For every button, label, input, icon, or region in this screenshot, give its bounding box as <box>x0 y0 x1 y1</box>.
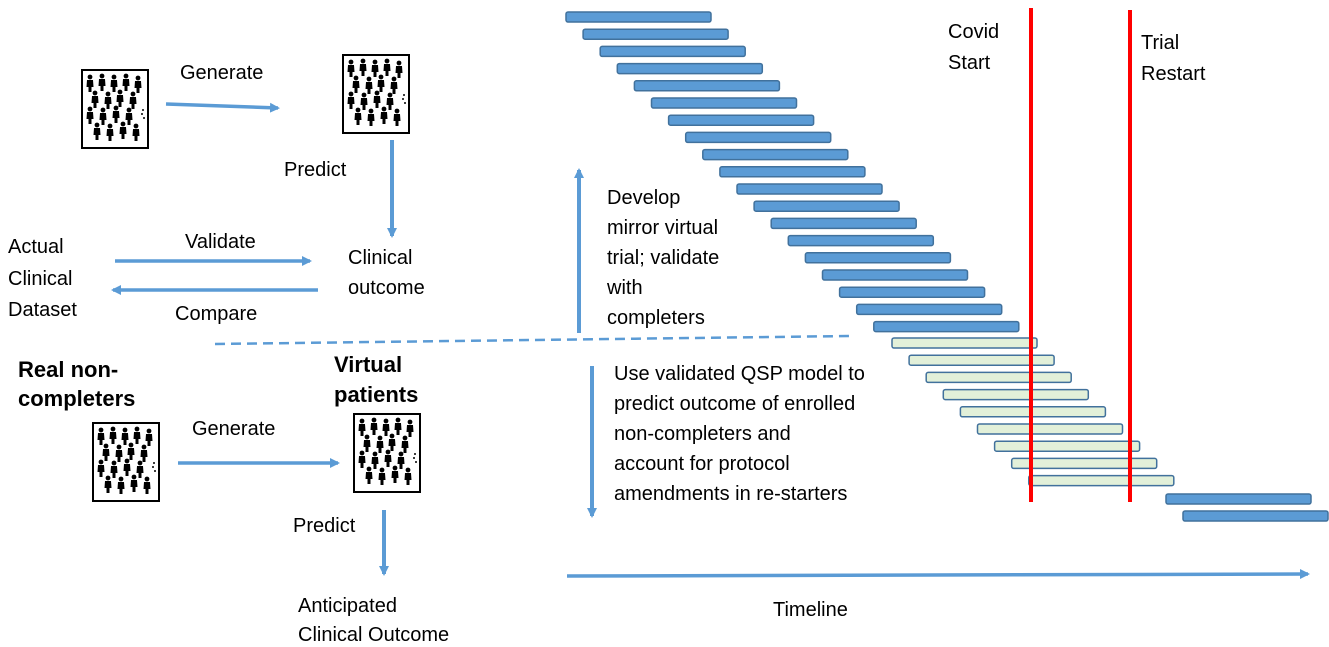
covid-start-line2: Start <box>948 52 991 74</box>
population-icon-bottom-left <box>93 423 159 501</box>
noncompleter-bar <box>891 337 1038 349</box>
validate-label: Validate <box>185 231 256 253</box>
anticipated-outcome-line1: Anticipated <box>298 595 397 617</box>
generate-top-label: Generate <box>180 62 263 84</box>
completer-bar <box>667 114 815 126</box>
develop-mirror-line1: Develop <box>607 187 680 209</box>
completer-bar <box>821 269 969 281</box>
restarter-bar <box>1165 493 1312 505</box>
completer-bar <box>702 148 849 161</box>
noncompleter-bar <box>976 423 1124 435</box>
clinical-outcome-line1: Clinical <box>348 247 412 269</box>
noncompleter-bar <box>942 388 1090 401</box>
population-icon-bottom-right <box>354 414 420 492</box>
completer-bar <box>582 28 729 40</box>
completer-bar <box>804 252 952 264</box>
generate-top-arrow <box>165 102 280 113</box>
completer-bar <box>838 286 986 298</box>
trial-restart-line2: Restart <box>1141 63 1206 85</box>
use-validated-line3: non-completers and <box>614 423 791 445</box>
population-icon-top-left <box>82 70 148 148</box>
completer-bar <box>736 183 883 195</box>
population-icon-top-right <box>343 55 409 133</box>
compare-label: Compare <box>175 303 257 325</box>
covid-start-line1: Covid <box>948 21 999 43</box>
completer-bar <box>684 131 832 144</box>
noncompleter-bar <box>1010 457 1158 470</box>
virtual-patients-line1: Virtual <box>334 352 402 377</box>
completer-bar <box>719 166 866 178</box>
virtual-patients-line2: patients <box>334 382 418 407</box>
enrollment-bars <box>565 11 1329 522</box>
trial-restart-line1: Trial <box>1141 32 1179 54</box>
develop-mirror-line3: trial; validate <box>607 247 719 269</box>
real-noncompleters-line1: Real non- <box>18 357 118 382</box>
predict-top-label: Predict <box>284 159 347 181</box>
completer-bar <box>873 320 1020 333</box>
completer-bar <box>633 80 781 92</box>
restarter-bar <box>1182 510 1329 522</box>
completer-bar <box>787 234 935 247</box>
develop-mirror-line5: completers <box>607 307 705 329</box>
use-validated-line5: amendments in re-starters <box>614 483 847 505</box>
dashed-divider <box>214 334 851 346</box>
completer-bar <box>650 97 798 109</box>
noncompleter-bar <box>993 440 1141 452</box>
use-validated-line1: Use validated QSP model to <box>614 363 865 385</box>
actual-dataset-line1: Actual <box>8 236 64 258</box>
timeline-arrow <box>566 569 1310 580</box>
completer-bar <box>855 303 1003 316</box>
clinical-outcome-line2: outcome <box>348 277 425 299</box>
timeline-label: Timeline <box>773 599 848 621</box>
completer-bar <box>565 11 712 23</box>
noncompleter-bar <box>908 354 1055 366</box>
actual-dataset-line2: Clinical <box>8 268 72 290</box>
actual-dataset-line3: Dataset <box>8 299 77 321</box>
completer-bar <box>616 62 764 75</box>
develop-mirror-line4: with <box>606 277 643 299</box>
completer-bar <box>753 200 900 212</box>
completer-bar <box>770 217 917 230</box>
real-noncompleters-line2: completers <box>18 386 135 411</box>
completer-bar <box>599 45 746 58</box>
use-validated-line4: account for protocol <box>614 453 790 475</box>
develop-mirror-line2: mirror virtual <box>607 217 718 239</box>
noncompleter-bar <box>925 371 1072 384</box>
anticipated-outcome-line2: Clinical Outcome <box>298 624 449 646</box>
use-validated-line2: predict outcome of enrolled <box>614 393 855 415</box>
predict-bottom-label: Predict <box>293 515 356 537</box>
generate-bottom-label: Generate <box>192 418 275 440</box>
noncompleter-bar <box>1028 474 1175 487</box>
